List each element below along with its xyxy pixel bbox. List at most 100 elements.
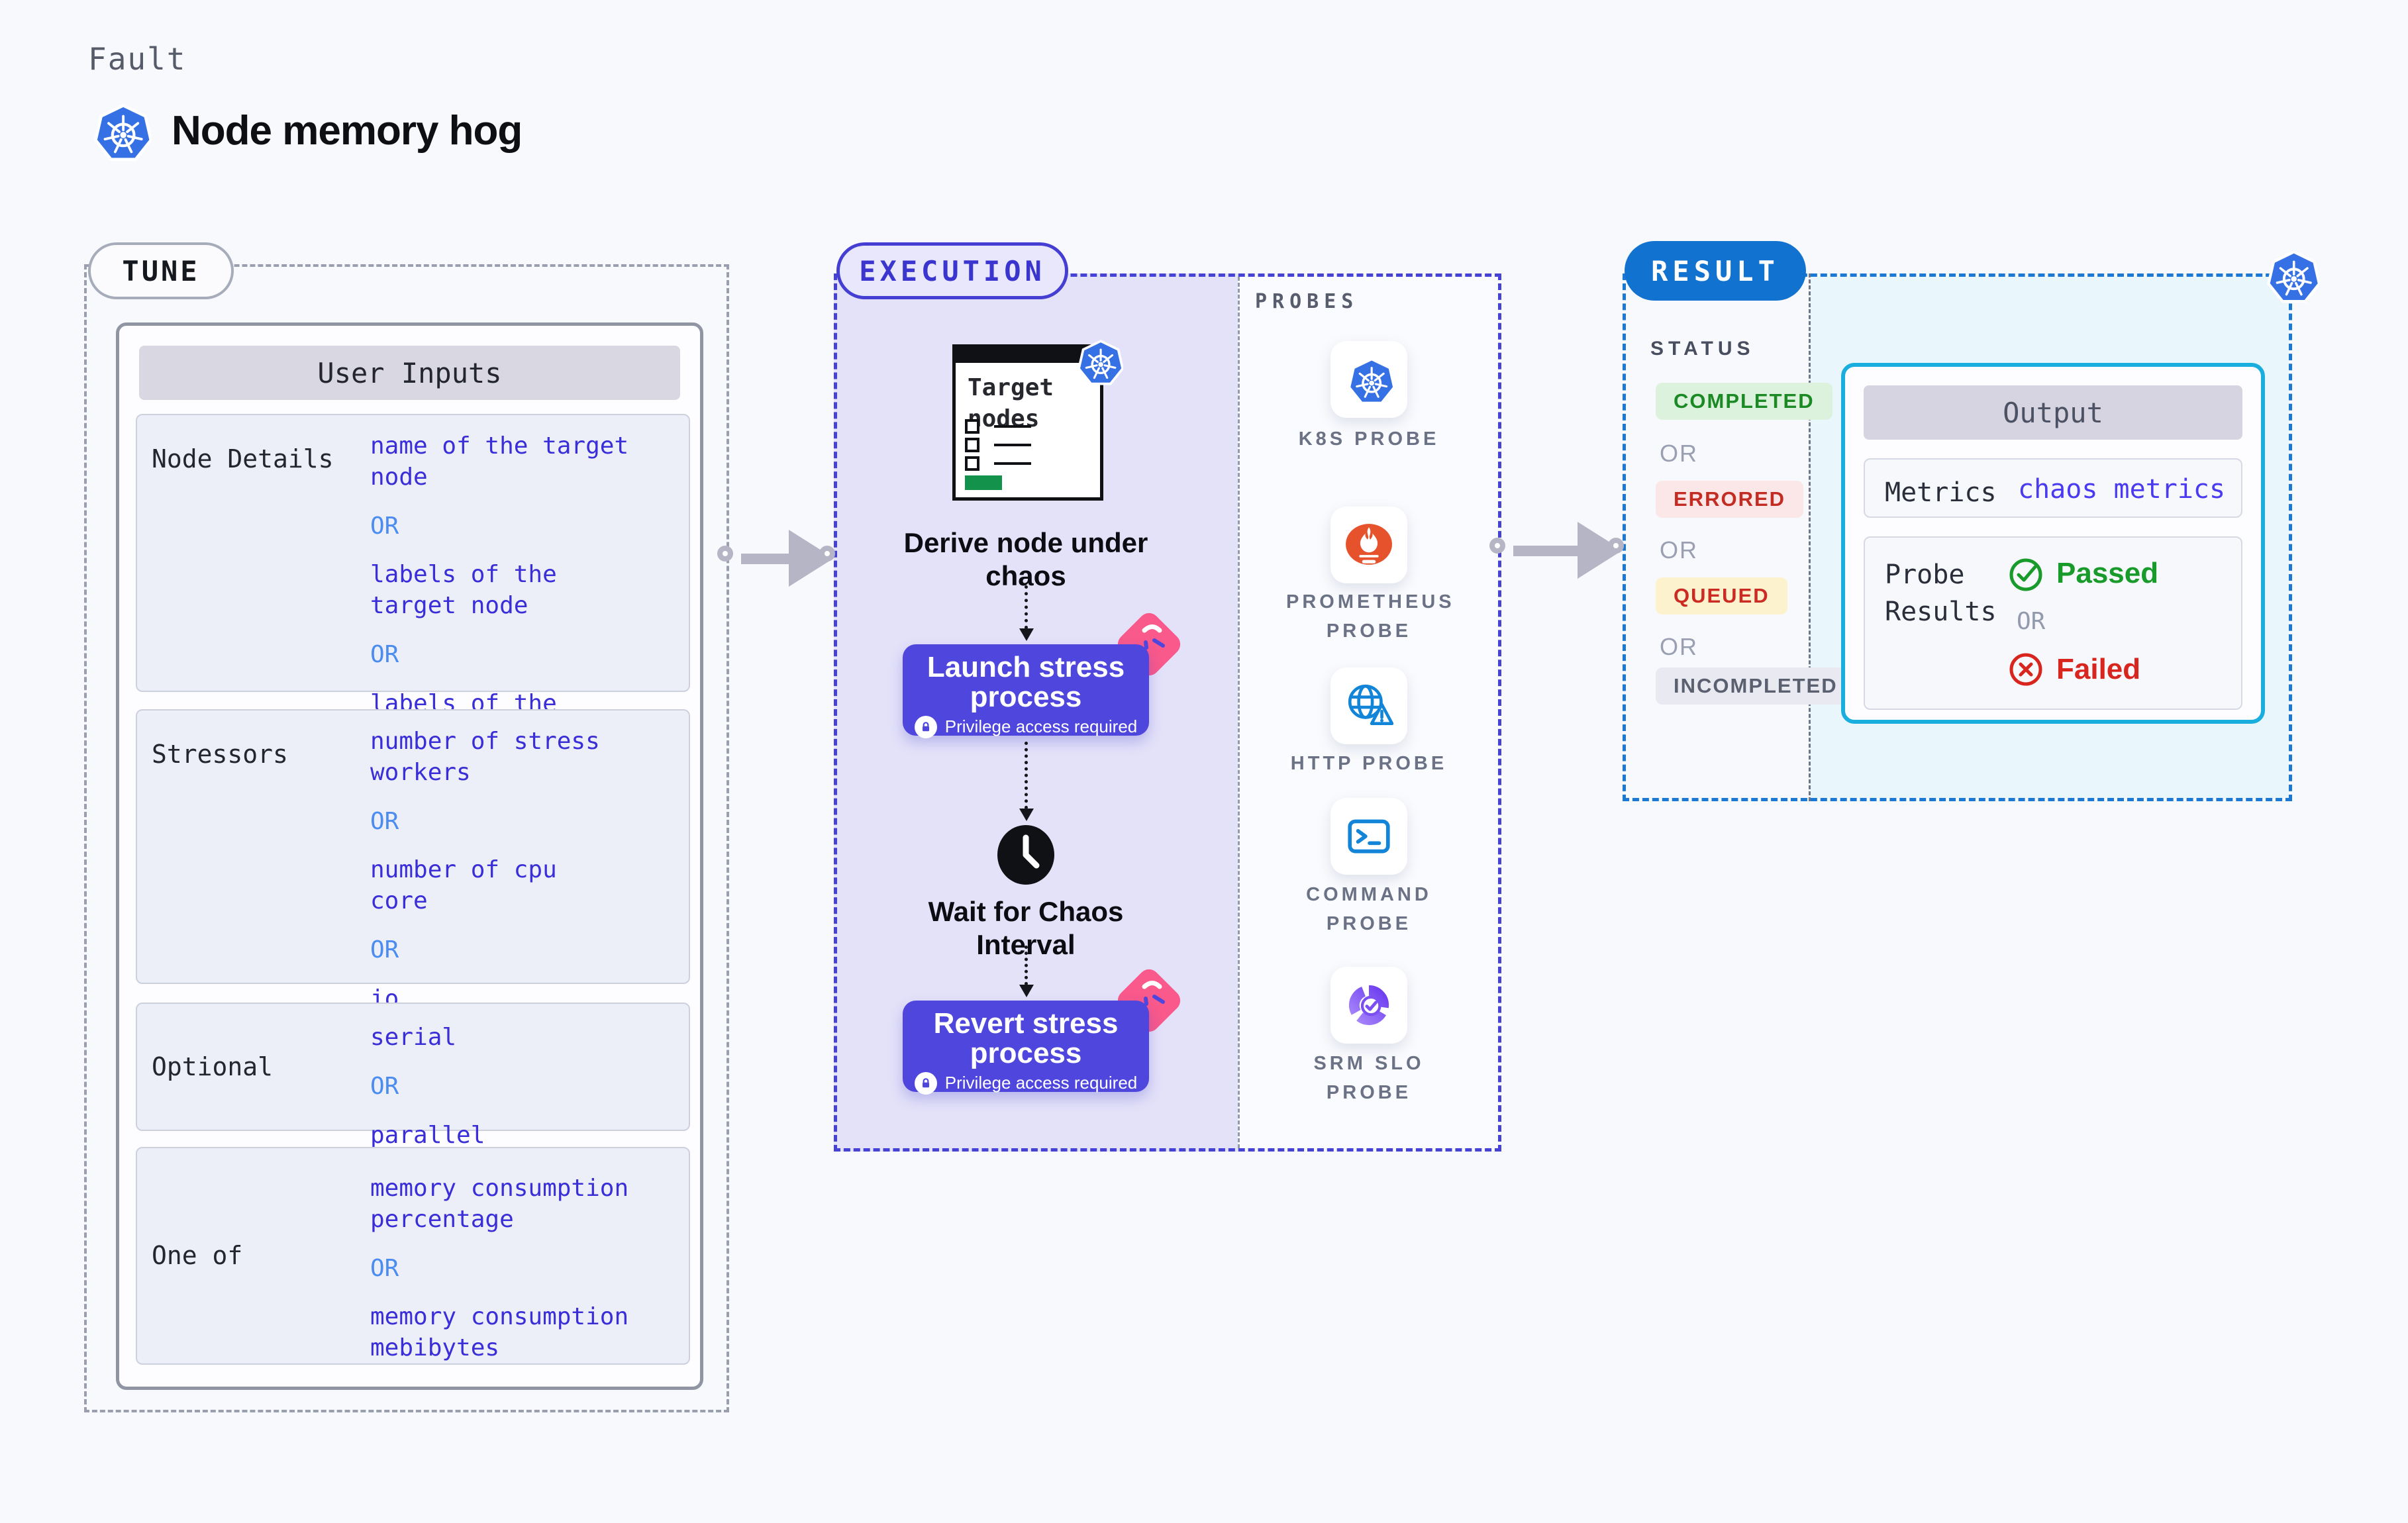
probes-title: PROBES xyxy=(1255,290,1359,313)
option-list: memory consumption percentage OR memory … xyxy=(370,1173,708,1382)
srm-slo-probe-icon xyxy=(1348,985,1389,1026)
checkbox-row xyxy=(965,419,1031,434)
result-divider xyxy=(1809,273,1811,801)
http-probe-icon xyxy=(1348,684,1393,726)
checkbox-icon xyxy=(965,438,979,452)
checkbox-icon xyxy=(965,419,979,434)
flow-connector-down xyxy=(1019,585,1034,641)
input-row-label: Stressors xyxy=(152,740,288,769)
privilege-note-text: Privilege access required xyxy=(944,1073,1138,1093)
list-line xyxy=(994,425,1031,428)
input-row-optional: Optional serial OR parallel xyxy=(136,1003,690,1149)
option-value: labels of the target node xyxy=(370,561,557,620)
arrow-endpoint xyxy=(1608,538,1624,554)
status-title: STATUS xyxy=(1650,338,1755,360)
failed-row: Failed xyxy=(2007,651,2158,688)
or-separator: OR xyxy=(1660,633,1698,660)
input-row-label: One of xyxy=(152,1241,243,1270)
fault-category-label: Fault xyxy=(88,41,187,77)
or-separator: OR xyxy=(370,512,399,540)
or-separator: OR xyxy=(370,936,399,963)
target-card-titlebar xyxy=(955,347,1101,363)
title-row: Node memory hog xyxy=(88,98,523,163)
list-line xyxy=(994,444,1031,446)
probe-results-row: Probe Results Passed OR Failed xyxy=(1864,536,2242,710)
probe-label: PROMETHEUS PROBE xyxy=(1286,591,1455,642)
user-inputs-card: User Inputs Node Details name of the tar… xyxy=(116,322,703,1390)
probe-results-label: Probe Results xyxy=(1885,560,1997,627)
option-value: name of the target node xyxy=(370,432,629,491)
checkbox-row xyxy=(965,438,1031,452)
option-list: serial OR parallel xyxy=(370,1022,708,1169)
clock-icon xyxy=(997,825,1054,885)
tune-to-execution-arrow xyxy=(717,530,846,587)
status-badge-incompleted: INCOMPLETED xyxy=(1656,667,1856,705)
or-separator: OR xyxy=(370,807,399,835)
passed-label: Passed xyxy=(2056,557,2159,589)
input-row-stressors: Stressors number of stress workers OR nu… xyxy=(136,709,690,1012)
input-row-node-details: Node Details name of the target node OR … xyxy=(136,414,690,810)
option-value: memory consumption mebibytes xyxy=(370,1303,629,1362)
option-value: number of stress workers xyxy=(370,728,600,786)
status-badge-errored: ERRORED xyxy=(1656,481,1804,518)
probe-card-command xyxy=(1330,798,1407,875)
chaos-flag-marks-icon xyxy=(1142,981,1165,1006)
or-separator: OR xyxy=(370,640,399,668)
kubernetes-icon xyxy=(1073,335,1123,387)
privilege-note: Privilege access required xyxy=(903,1071,1149,1095)
checkbox-row xyxy=(965,456,1031,471)
metrics-value: chaos metrics xyxy=(2018,474,2226,505)
probe-label: K8S PROBE xyxy=(1298,428,1440,450)
input-row-one-of: One of memory consumption percentage OR … xyxy=(136,1147,690,1365)
or-separator: OR xyxy=(370,1072,399,1100)
check-circle-icon xyxy=(2009,558,2042,591)
x-circle-icon xyxy=(2009,653,2042,686)
probe-label: HTTP PROBE xyxy=(1290,753,1448,774)
target-nodes-card: Target nodes xyxy=(952,344,1103,501)
output-card: Output Metrics chaos metrics Probe Resul… xyxy=(1841,363,2265,724)
input-row-label: Node Details xyxy=(152,444,334,473)
launch-stress-process-node: Launch stress process Privilege access r… xyxy=(903,644,1149,738)
user-inputs-title: User Inputs xyxy=(139,346,680,400)
option-list: number of stress workers OR number of cp… xyxy=(370,726,708,1033)
command-probe-icon xyxy=(1348,819,1390,854)
flow-connector-down xyxy=(1019,946,1034,997)
or-separator: OR xyxy=(370,1254,399,1282)
list-line xyxy=(994,462,1031,465)
probe-results-values: Passed OR Failed xyxy=(2007,555,2158,688)
revert-stress-process-node: Revert stress process Privilege access r… xyxy=(903,1001,1149,1095)
flow-connector-down xyxy=(1019,742,1034,821)
probe-label: COMMAND PROBE xyxy=(1306,884,1432,934)
green-button-shape xyxy=(965,475,1002,490)
derive-step-label: Derive node under chaos xyxy=(903,527,1148,591)
probe-card-srm-slo xyxy=(1330,967,1407,1044)
probe-card-k8s xyxy=(1330,341,1407,418)
tune-badge: TUNE xyxy=(88,242,234,299)
step-node-title: Revert stress process xyxy=(933,1007,1119,1069)
status-badge-completed: COMPLETED xyxy=(1656,383,1832,420)
privilege-note: Privilege access required xyxy=(903,715,1149,738)
option-value: memory consumption percentage xyxy=(370,1175,629,1233)
option-value: number of cpu core xyxy=(370,856,557,915)
kubernetes-icon xyxy=(2262,245,2320,305)
input-row-label: Optional xyxy=(152,1052,274,1081)
or-separator: OR xyxy=(2017,608,2046,635)
arrow-bar xyxy=(1513,546,1583,556)
output-title: Output xyxy=(1864,385,2242,440)
step-node-title: Launch stress process xyxy=(927,651,1125,713)
privilege-note-text: Privilege access required xyxy=(944,716,1138,737)
probe-card-prometheus xyxy=(1330,507,1407,583)
arrow-bar xyxy=(741,554,794,564)
option-value: parallel xyxy=(370,1121,485,1149)
tune-panel-border xyxy=(84,264,729,1412)
kubernetes-icon xyxy=(88,98,152,163)
lock-icon xyxy=(914,715,937,738)
chaos-flag-marks-icon xyxy=(1142,624,1165,650)
execution-to-result-arrow xyxy=(1489,522,1634,579)
checkbox-icon xyxy=(965,456,979,471)
lock-icon xyxy=(914,1071,937,1095)
wait-step-label: Wait for Chaos Interval xyxy=(928,896,1124,960)
prometheus-probe-icon xyxy=(1346,524,1392,565)
metrics-label: Metrics xyxy=(1885,477,1997,508)
or-separator: OR xyxy=(1660,440,1698,467)
